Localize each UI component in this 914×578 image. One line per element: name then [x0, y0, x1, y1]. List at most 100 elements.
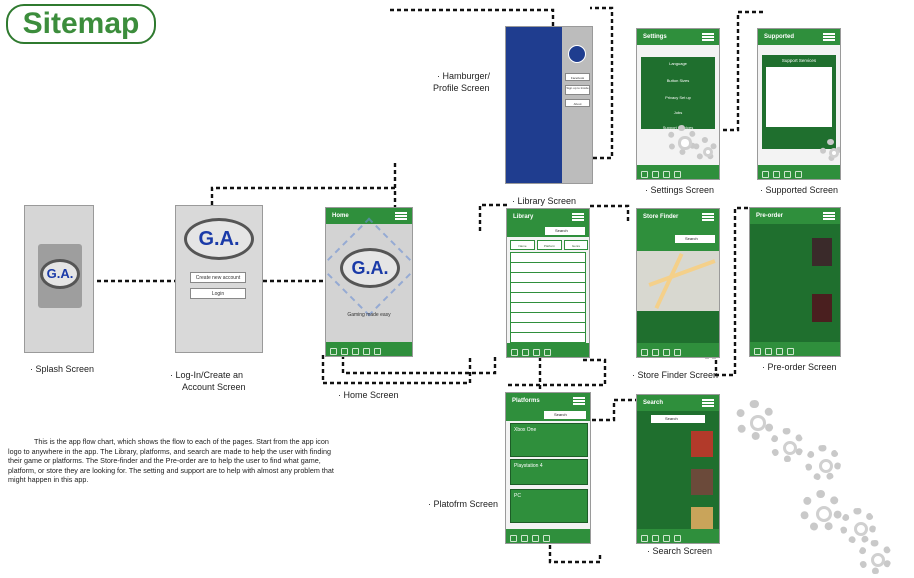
platform-card[interactable]: Xbox One [510, 423, 588, 457]
platforms-search[interactable]: Search [544, 411, 586, 419]
support-panel-title: Support Services [781, 58, 817, 63]
preorder-list [750, 224, 840, 342]
login-button[interactable]: Login [190, 288, 246, 299]
menu-icon[interactable] [823, 33, 835, 41]
menu-icon[interactable] [573, 397, 585, 405]
home-icon[interactable] [510, 535, 517, 542]
home-icon[interactable] [330, 348, 337, 355]
ga-logo: G.A. [40, 259, 80, 289]
drawer-item[interactable]: Sign up to Inside [565, 85, 590, 95]
settings-caption: · Settings Screen [645, 185, 715, 195]
home-icon[interactable] [754, 348, 761, 355]
library-icon[interactable] [776, 348, 783, 355]
create-account-button[interactable]: Create new account [190, 272, 246, 283]
controller-icon[interactable] [652, 171, 659, 178]
game-thumb[interactable] [691, 431, 713, 457]
store-map[interactable] [637, 251, 719, 311]
store-finder-screen: Store Finder Search [636, 208, 720, 358]
store-finder-header: Store Finder [637, 209, 719, 225]
library-icon[interactable] [663, 349, 670, 356]
controller-icon[interactable] [652, 349, 659, 356]
library-search[interactable]: Search [545, 227, 585, 235]
search-icon[interactable] [544, 349, 551, 356]
bottom-nav[interactable] [326, 342, 412, 356]
library-icon[interactable] [663, 171, 670, 178]
preorder-screen: Pre-order [749, 207, 841, 357]
search-results: Search [637, 411, 719, 531]
controller-icon[interactable] [521, 535, 528, 542]
platform-card[interactable]: Playstation 4 [510, 459, 588, 485]
home-header: Home [326, 208, 412, 224]
bottom-nav[interactable] [637, 165, 719, 179]
search-icon[interactable] [543, 535, 550, 542]
bottom-nav[interactable] [750, 342, 840, 356]
home-tagline: Gaming made easy [347, 312, 391, 318]
login-caption-2: Account Screen [182, 382, 246, 392]
supported-screen: Supported Support Services [757, 28, 841, 180]
library-screen: Library Search Name Platform Genre [506, 208, 590, 358]
home-screen: Home G.A. Gaming made easy [325, 207, 413, 357]
game-thumb[interactable] [691, 469, 713, 495]
search-icon[interactable] [674, 171, 681, 178]
game-thumb[interactable] [691, 507, 713, 531]
library-icon[interactable] [532, 535, 539, 542]
menu-icon[interactable] [572, 213, 584, 221]
bottom-nav[interactable] [506, 529, 590, 543]
support-panel: Support Services [762, 55, 836, 149]
library-icon[interactable] [784, 171, 791, 178]
library-icon[interactable] [352, 348, 359, 355]
library-caption: · Library Screen [512, 196, 577, 206]
settings-row[interactable]: Jobs [673, 110, 683, 115]
home-icon[interactable] [641, 349, 648, 356]
search-input[interactable]: Search [651, 415, 705, 423]
menu-icon[interactable] [702, 33, 714, 41]
supported-caption: · Supported Screen [760, 185, 839, 195]
search-header: Search [637, 395, 719, 411]
settings-row[interactable]: Button Sizes [666, 78, 690, 83]
home-icon[interactable] [511, 349, 518, 356]
home-icon[interactable] [762, 171, 769, 178]
ga-logo: G.A. [184, 218, 254, 260]
game-cover[interactable] [812, 238, 832, 266]
splash-caption: · Splash Screen [30, 364, 95, 374]
settings-row[interactable]: Language [669, 61, 687, 66]
library-icon[interactable] [533, 349, 540, 356]
bottom-nav[interactable] [637, 529, 719, 543]
menu-icon[interactable] [823, 212, 835, 220]
library-icon[interactable] [663, 535, 670, 542]
gear-icon [800, 490, 842, 532]
home-icon[interactable] [641, 171, 648, 178]
menu-icon[interactable] [702, 399, 714, 407]
controller-icon[interactable] [765, 348, 772, 355]
controller-icon[interactable] [522, 349, 529, 356]
bottom-nav[interactable] [507, 343, 589, 357]
search-icon[interactable] [674, 349, 681, 356]
search-icon[interactable] [787, 348, 794, 355]
platform-card[interactable]: PC [510, 489, 588, 523]
store-search[interactable]: Search [675, 235, 715, 243]
bottom-nav[interactable] [637, 343, 719, 357]
gear-icon [770, 428, 804, 462]
search-icon[interactable] [363, 348, 370, 355]
controller-icon[interactable] [652, 535, 659, 542]
gear-icon [735, 400, 775, 440]
drawer-item[interactable]: Facebook [565, 73, 590, 81]
menu-icon[interactable] [702, 213, 714, 221]
page-title: Sitemap [6, 4, 156, 44]
game-cover[interactable] [812, 294, 832, 322]
gear-icon [667, 125, 697, 155]
support-form[interactable] [766, 67, 832, 127]
library-table [510, 252, 586, 344]
drawer-item[interactable]: About [565, 99, 590, 107]
search-icon[interactable] [674, 535, 681, 542]
home-icon[interactable] [641, 535, 648, 542]
gear-icon [805, 445, 841, 481]
settings-row[interactable]: Privacy Set up [665, 95, 691, 100]
controller-icon[interactable] [773, 171, 780, 178]
controller-icon[interactable] [341, 348, 348, 355]
menu-icon[interactable] [395, 212, 407, 220]
cart-icon[interactable] [374, 348, 381, 355]
bottom-nav[interactable] [758, 165, 840, 179]
search-icon[interactable] [795, 171, 802, 178]
login-caption-1: · Log-In/Create an [170, 370, 244, 380]
